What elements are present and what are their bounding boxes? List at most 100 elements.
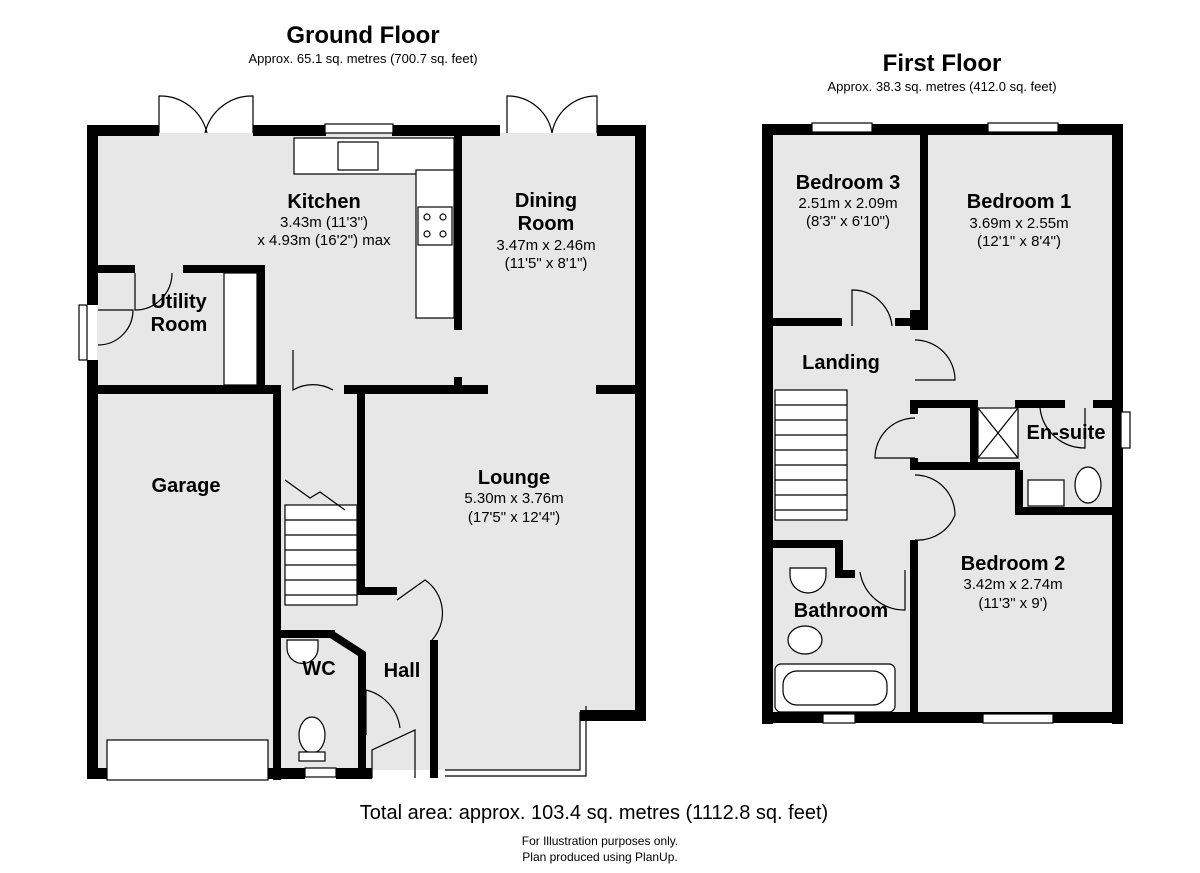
wall	[920, 134, 928, 326]
dining-dim2: (11'5" x 8'1")	[505, 255, 588, 272]
wall	[762, 712, 1123, 723]
wall	[910, 462, 1020, 470]
utility-cupboard	[223, 272, 258, 386]
basin-icon	[1027, 479, 1065, 507]
wall	[87, 125, 98, 305]
wall	[280, 630, 335, 638]
wall	[772, 540, 840, 548]
lounge-dim1: 5.30m x 3.76m	[464, 490, 563, 507]
bedroom3-dim1: 2.51m x 2.09m	[798, 195, 897, 212]
door-swing	[874, 417, 916, 459]
first-floor: First Floor Approx. 38.3 sq. metres (412…	[762, 50, 1131, 724]
window	[78, 304, 88, 361]
door-swing	[506, 95, 553, 134]
wall	[358, 735, 366, 778]
bedroom1-dim2: (12'1" x 8'4")	[977, 233, 1061, 250]
garage-label: Garage	[152, 475, 221, 497]
wall	[253, 125, 326, 136]
door-swing	[1039, 407, 1086, 449]
wall	[357, 390, 365, 595]
utility-label-2: Room	[151, 314, 208, 336]
door-swing	[914, 339, 956, 381]
wall	[273, 385, 281, 780]
ground-floor-area: Approx. 65.1 sq. metres (700.7 sq. feet)	[248, 51, 477, 66]
wall	[597, 125, 646, 136]
wall	[357, 587, 397, 595]
window	[982, 713, 1054, 724]
hall-label: Hall	[384, 660, 421, 682]
wall	[336, 768, 372, 779]
wall	[762, 124, 1122, 135]
wall	[835, 540, 843, 578]
window	[811, 122, 873, 133]
window	[822, 713, 856, 724]
bedroom2-label: Bedroom 2	[961, 553, 1065, 575]
bathroom-label: Bathroom	[794, 600, 888, 622]
basin-icon	[789, 567, 827, 594]
stairs	[284, 504, 358, 606]
dining-label-1: Dining	[515, 190, 577, 212]
toilet-icon	[298, 716, 326, 754]
wall	[580, 710, 646, 721]
lounge-label: Lounge	[478, 467, 550, 489]
door-swing	[914, 474, 956, 541]
wall	[910, 540, 918, 720]
door-swing	[97, 309, 134, 346]
wall	[596, 385, 646, 394]
first-floor-title: First Floor	[883, 50, 1002, 77]
door-swing	[134, 272, 173, 311]
bedroom3-dim2: (8'3" x 6'10")	[806, 213, 890, 230]
wall	[1015, 400, 1065, 408]
window	[304, 767, 337, 778]
bedroom1-label: Bedroom 1	[967, 191, 1071, 213]
wall	[1093, 400, 1113, 408]
basin-icon	[286, 639, 319, 665]
toilet-icon	[787, 625, 823, 655]
wall	[835, 570, 855, 578]
wall	[97, 385, 273, 394]
wall	[970, 400, 978, 470]
wall	[1015, 507, 1113, 515]
bedroom2-dim2: (11'3" x 9')	[978, 595, 1047, 612]
wall	[454, 377, 462, 389]
bay-window	[445, 712, 581, 771]
stairs-arrow	[284, 479, 346, 511]
kitchen-dim2: x 4.93m (16'2") max	[257, 232, 391, 249]
hob-icon	[417, 206, 453, 246]
wall	[392, 125, 500, 136]
door-swing	[551, 95, 598, 134]
door-swing	[292, 350, 334, 392]
ground-floor-title: Ground Floor	[286, 22, 439, 49]
window	[1120, 411, 1131, 449]
wall	[1015, 470, 1023, 515]
wall	[910, 400, 970, 408]
window	[987, 122, 1059, 133]
first-floor-area: Approx. 38.3 sq. metres (412.0 sq. feet)	[827, 79, 1056, 94]
door-swing	[204, 95, 254, 134]
door-swing	[365, 689, 401, 735]
wall	[454, 133, 462, 330]
wall	[635, 125, 646, 721]
wall	[87, 360, 98, 778]
wall	[430, 640, 438, 778]
wall	[762, 124, 773, 724]
garage-door	[106, 739, 269, 781]
front-door	[371, 729, 416, 778]
kitchen-label: Kitchen	[287, 191, 360, 213]
wall	[330, 630, 366, 740]
dining-label-2: Room	[518, 213, 575, 235]
door-swing	[851, 289, 893, 327]
wall	[1112, 124, 1123, 724]
wall	[772, 318, 842, 326]
note-planup: Plan produced using PlanUp.	[522, 850, 677, 864]
utility-label-1: Utility	[151, 291, 207, 313]
sink-icon	[337, 141, 379, 171]
landing-label: Landing	[802, 352, 880, 374]
wall	[344, 385, 488, 394]
lounge-dim2: (17'5" x 12'4")	[468, 509, 560, 526]
note-illustration: For Illustration purposes only.	[522, 834, 679, 848]
kitchen-dim1: 3.43m (11'3")	[280, 214, 368, 231]
total-area: Total area: approx. 103.4 sq. metres (11…	[360, 802, 828, 824]
door-swing	[859, 570, 906, 611]
